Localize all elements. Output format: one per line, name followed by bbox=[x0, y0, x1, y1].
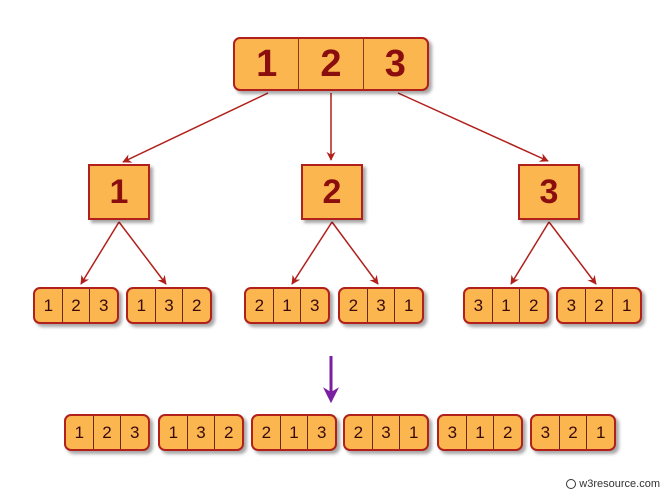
perm-box-132-cell-2: 3 bbox=[154, 289, 183, 322]
perm-box-132-cell-3: 2 bbox=[182, 289, 210, 322]
root-box-cell-3: 3 bbox=[362, 39, 427, 89]
level1-box-2: 2 bbox=[301, 164, 363, 220]
result-box-123-cell-2: 2 bbox=[92, 416, 121, 449]
level1-box-3: 3 bbox=[518, 164, 580, 220]
root-box-cell-2: 2 bbox=[298, 39, 362, 89]
perm-box-321-cell-1: 3 bbox=[566, 295, 577, 315]
watermark-text: w3resource.com bbox=[579, 478, 660, 490]
result-box-312-cell-2: 1 bbox=[465, 416, 494, 449]
arrow-3-to-321 bbox=[548, 221, 597, 285]
arrow-3-to-312 bbox=[510, 221, 550, 285]
result-box-213-cell-1: 2 bbox=[261, 422, 272, 442]
perm-box-213-cell-1: 2 bbox=[254, 295, 265, 315]
perm-box-123-cell-2: 2 bbox=[61, 289, 90, 322]
level1-box-1-cell-1: 1 bbox=[109, 172, 129, 211]
w3resource-logo-icon bbox=[566, 479, 577, 489]
result-box-312-cell-1: 3 bbox=[447, 422, 458, 442]
perm-box-231-cell-2: 3 bbox=[366, 289, 395, 322]
result-box-321-cell-2: 2 bbox=[558, 416, 587, 449]
perm-box-312-cell-2: 1 bbox=[491, 289, 520, 322]
result-box-213-cell-3: 3 bbox=[307, 416, 335, 449]
result-box-123-cell-1: 1 bbox=[74, 422, 85, 442]
result-box-231-cell-2: 3 bbox=[371, 416, 400, 449]
perm-box-132-cell-1: 1 bbox=[136, 295, 147, 315]
result-box-312-cell-3: 2 bbox=[493, 416, 521, 449]
perm-box-321-cell-2: 2 bbox=[584, 289, 613, 322]
root-box-cell-1: 1 bbox=[256, 42, 278, 85]
result-box-231-cell-3: 1 bbox=[399, 416, 427, 449]
result-box-123-cell-3: 3 bbox=[120, 416, 148, 449]
result-box-132-cell-2: 3 bbox=[186, 416, 215, 449]
level1-box-2-cell-1: 2 bbox=[322, 172, 342, 211]
result-box-213-cell-2: 1 bbox=[279, 416, 308, 449]
perm-box-123-cell-1: 1 bbox=[43, 295, 54, 315]
perm-box-312-cell-1: 3 bbox=[473, 295, 484, 315]
level1-box-1: 1 bbox=[88, 164, 150, 220]
perm-box-231-cell-1: 2 bbox=[348, 295, 359, 315]
arrow-2-to-231 bbox=[331, 221, 379, 285]
arrow-1-to-123 bbox=[80, 221, 120, 285]
perm-box-213-cell-3: 3 bbox=[300, 289, 328, 322]
arrow-1-to-132 bbox=[118, 221, 167, 285]
perm-box-213-cell-2: 1 bbox=[272, 289, 301, 322]
perm-box-312-cell-3: 2 bbox=[519, 289, 547, 322]
result-box-132-cell-1: 1 bbox=[168, 422, 179, 442]
level1-box-3-cell-1: 3 bbox=[539, 172, 559, 211]
result-box-231-cell-1: 2 bbox=[353, 422, 364, 442]
perm-box-321-cell-3: 1 bbox=[612, 289, 640, 322]
watermark: w3resource.com bbox=[566, 478, 660, 490]
result-box-132-cell-3: 2 bbox=[214, 416, 242, 449]
arrow-root-to-3 bbox=[397, 92, 549, 162]
result-box-321-cell-3: 1 bbox=[586, 416, 614, 449]
perm-box-231-cell-3: 1 bbox=[394, 289, 422, 322]
perm-box-123-cell-3: 3 bbox=[89, 289, 117, 322]
arrow-2-to-213 bbox=[291, 221, 333, 285]
arrow-root-to-1 bbox=[122, 92, 269, 163]
result-box-321-cell-1: 3 bbox=[540, 422, 551, 442]
